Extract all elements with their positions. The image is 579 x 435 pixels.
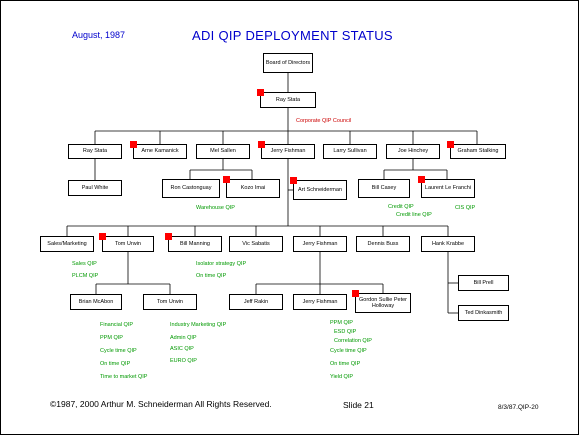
box-art-schneiderman: Art Schneiderman (290, 177, 347, 200)
red-marker-icon (290, 177, 297, 184)
box-kozo-imai: Kozo Imai (223, 176, 280, 198)
credit-qip-note: Credit QIP (388, 204, 414, 210)
red-marker-icon (352, 290, 359, 297)
red-marker-icon (257, 89, 264, 96)
box-label: Gordon Sullie Peter Holloway (359, 296, 407, 310)
box-dennis-buss: Dennis Buss (356, 236, 410, 252)
jerry-qip-3: Correlation QIP (334, 338, 372, 344)
box-bill-prell: Bill Prell (458, 275, 509, 291)
box-jerry-fishman-mid: Jerry Fishman (293, 236, 347, 252)
tom-qip-3: ASIC QIP (170, 346, 194, 352)
date-label: August, 1987 (72, 30, 126, 40)
tom-qip-1: Industry Marketing QIP (170, 322, 227, 328)
tom-qip-4: EURO QIP (170, 358, 197, 364)
box-ray-stata-ceo: Ray Stata (257, 89, 316, 108)
box-jerry-fishman-low: Jerry Fishman (293, 294, 347, 310)
box-label: Jerry Fishman (270, 148, 306, 155)
corporate-council-note: Corporate QIP Council (296, 118, 352, 124)
red-marker-icon (447, 141, 454, 148)
box-label: Kozo Imai (240, 185, 266, 192)
box-larry-sullivan: Larry Sullivan (323, 144, 377, 159)
cis-qip-note: CIS QIP (455, 205, 476, 211)
box-tom-urwin-low: Tom Urwin (143, 294, 197, 310)
box-joe-hinchey: Joe Hinchey (386, 144, 440, 159)
warehouse-qip-note: Warehouse QIP (196, 205, 235, 211)
box-vic-sabatis: Vic Sabatis (229, 236, 283, 252)
on-time-qip-note: On time QIP (196, 273, 227, 279)
sales-qip-note: Sales QIP (72, 261, 97, 267)
box-jeff-rakin: Jeff Rakin (229, 294, 283, 310)
box-paul-white: Paul White (68, 180, 122, 196)
box-ray-stata: Ray Stata (68, 144, 122, 159)
box-brian-mcabon: Brian McAbon (70, 294, 122, 310)
box-arne-kamanick: Arne Kamanick (130, 141, 187, 159)
jerry-qip-6: Yield QIP (330, 374, 354, 380)
box-laurent-le-franchi: Laurent Le Franchi (418, 176, 475, 198)
brian-qip-5: Time to market QIP (100, 374, 148, 380)
red-marker-icon (418, 176, 425, 183)
box-label: Bill Manning (180, 240, 210, 247)
box-jerry-fishman-top: Jerry Fishman (258, 141, 315, 159)
box-gordon-sullie-peter-holloway: Gordon Sullie Peter Holloway (352, 290, 411, 313)
jerry-qip-5: On time QIP (330, 361, 361, 367)
red-marker-icon (99, 233, 106, 240)
slide-number: Slide 21 (343, 400, 374, 410)
box-ron-castonguay: Ron Castonguay (162, 179, 220, 198)
box-label: Art Schneiderman (297, 186, 343, 193)
box-label: Graham Stalking (457, 148, 499, 155)
box-graham-stalking: Graham Stalking (447, 141, 506, 159)
box-label: Laurent Le Franchi (424, 185, 472, 192)
box-label: Arne Kamanick (141, 148, 179, 155)
jerry-qip-4: Cycle time QIP (330, 348, 367, 354)
box-tom-urwin-mid: Tom Urwin (99, 233, 154, 252)
box-sales-marketing: Sales/Marketing (40, 236, 94, 252)
jerry-qip-2: ESD QIP (334, 329, 357, 335)
red-marker-icon (223, 176, 230, 183)
plcm-qip-note: PLCM QIP (72, 273, 99, 279)
brian-qip-3: Cycle time QIP (100, 348, 137, 354)
box-label: Tom Urwin (115, 240, 141, 247)
box-hank-krabbe: Hank Krabbe (421, 236, 475, 252)
slide-code: 8/3/87.QIP-20 (498, 404, 539, 411)
box-mel-sallen: Mel Sallen (196, 144, 250, 159)
isolator-qip-note: Isolator strategy QIP (196, 261, 247, 267)
brian-qip-4: On time QIP (100, 361, 131, 367)
box-bill-casey: Bill Casey (358, 179, 410, 198)
jerry-qip-1: PPM QIP (330, 320, 353, 326)
red-marker-icon (130, 141, 137, 148)
box-bill-manning: Bill Manning (165, 233, 222, 252)
tom-qip-2: Admin QIP (170, 335, 197, 341)
red-marker-icon (165, 233, 172, 240)
box-board-of-directors: Board of Directors (263, 53, 313, 73)
credit-line-qip-note: Credit line QIP (396, 212, 432, 218)
brian-qip-2: PPM QIP (100, 335, 123, 341)
red-marker-icon (258, 141, 265, 148)
chart-title: ADI QIP DEPLOYMENT STATUS (192, 28, 393, 43)
copyright-text: ©1987, 2000 Arthur M. Schneiderman All R… (50, 399, 272, 409)
brian-qip-1: Financial QIP (100, 322, 134, 328)
box-ted-dinkasmith: Ted Dinkasmith (458, 305, 509, 321)
box-label: Ray Stata (275, 96, 301, 103)
